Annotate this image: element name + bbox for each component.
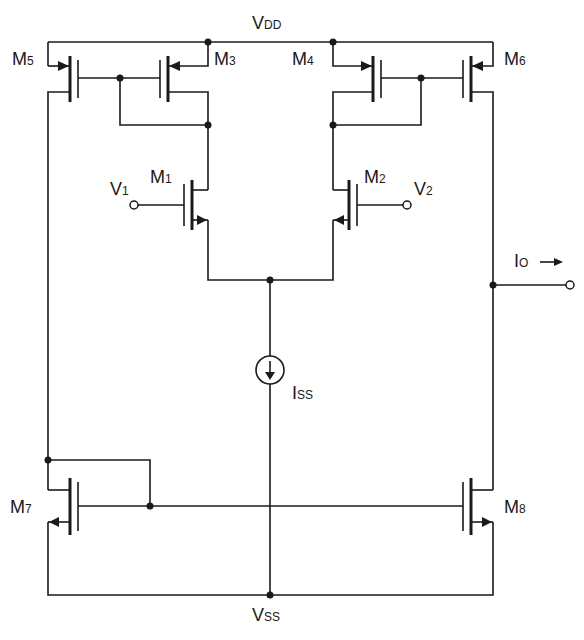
current-source-part (256, 356, 284, 384)
nmos-m1-part (138, 204, 184, 206)
nmos-m1 (130, 180, 333, 284)
nmos-m7 (48, 460, 463, 535)
pmos-m3-part (167, 56, 170, 102)
supply-label: VSS (252, 606, 280, 624)
pmos-m6-part (566, 281, 574, 289)
nmos-m2-part (403, 201, 411, 209)
pmos-m3-part (205, 122, 212, 129)
nmos-m8 (463, 478, 493, 535)
pmos-m3-part (159, 60, 161, 98)
current-source-label: ISS (292, 384, 313, 402)
nmos-m2-part (348, 180, 351, 230)
nmos-m8-part (470, 478, 473, 535)
pmos-m5 (45, 42, 79, 490)
transistor-label: M6 (504, 50, 526, 68)
pmos-m4-part (372, 56, 375, 102)
nmos-m2-part (333, 189, 349, 191)
pmos-m6-part (472, 61, 483, 71)
current-source-part (269, 384, 271, 595)
pmos-m4-part (330, 122, 337, 129)
pmos-m5-part (77, 60, 79, 98)
pmos-m3-part (168, 42, 208, 66)
pmos-m6-part (540, 261, 556, 263)
nmos-m2-part (357, 204, 403, 206)
pmos-m6-part (493, 284, 566, 286)
supply-rails (48, 39, 493, 599)
supply-rails-part (48, 41, 493, 43)
transistor-label: M7 (10, 498, 32, 516)
nmos-m7-part (69, 478, 72, 535)
nmos-m1-part (208, 220, 333, 280)
pmos-m5-part (69, 56, 72, 102)
current-source (256, 280, 284, 595)
pmos-m4-part (333, 78, 421, 125)
pmos-m3-part (120, 78, 208, 125)
nmos-m1-part (192, 189, 208, 191)
nmos-m8-part (462, 482, 464, 531)
pmos-m3 (78, 42, 212, 190)
input-label: V2 (414, 180, 433, 198)
supply-label: VDD (252, 14, 281, 32)
current-source-part (269, 280, 271, 356)
pmos-m3-part (168, 92, 208, 190)
transistor-label: M1 (150, 168, 172, 186)
pmos-m3-part (169, 61, 180, 71)
nmos-m1-part (197, 215, 207, 225)
pmos-m4-part (361, 61, 372, 71)
nmos-m7-part (48, 460, 150, 506)
transistor-label: M8 (504, 498, 526, 516)
nmos-m1-part (130, 201, 138, 209)
nmos-m2-part (334, 215, 344, 225)
pmos-m6-part (470, 56, 473, 102)
nmos-m8-part (482, 517, 492, 527)
pmos-m6-part (554, 258, 563, 266)
current-source-part (265, 372, 275, 380)
transistor-label: M5 (12, 50, 34, 68)
output-label: IO (514, 252, 528, 270)
pmos-m5-part (58, 61, 69, 71)
nmos-m7-part (49, 517, 59, 527)
nmos-m8-part (471, 489, 493, 491)
pmos-m5-part (48, 92, 70, 490)
input-label: V1 (110, 180, 129, 198)
pmos-m5-part (47, 42, 49, 66)
pmos-m4 (330, 42, 464, 190)
nmos-m1-part (191, 180, 194, 230)
pmos-m4-part (380, 60, 382, 98)
transistor-label: M4 (292, 50, 314, 68)
pmos-m6 (463, 42, 574, 490)
pmos-m6-part (471, 92, 493, 490)
nmos-m2 (333, 180, 411, 230)
pmos-m4-part (333, 42, 373, 66)
nmos-m7-part (78, 505, 463, 507)
nmos-m7-part (147, 503, 154, 510)
nmos-m7-part (48, 489, 70, 491)
transistor-label: M3 (214, 50, 236, 68)
pmos-m6-part (462, 60, 464, 98)
transistor-label: M2 (364, 168, 386, 186)
